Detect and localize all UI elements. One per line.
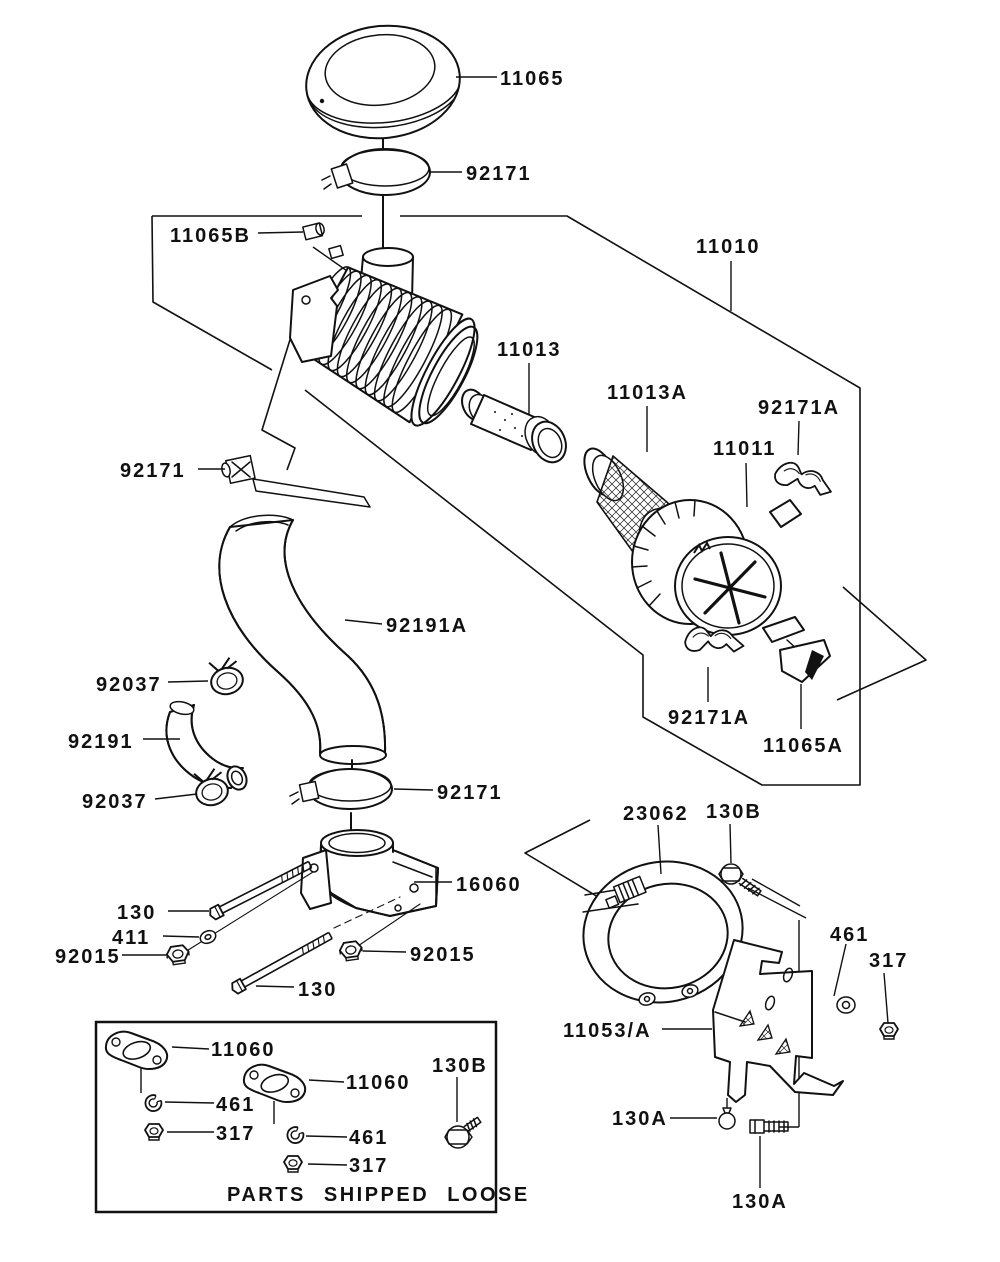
part-hose-clamp-upper [205, 654, 247, 699]
label-washer-box-center: 461 [349, 1127, 388, 1149]
star-mark [693, 551, 767, 625]
part-filter-tube [461, 388, 567, 464]
label-gasket-left: 11060 [211, 1039, 276, 1061]
bracket-tabs [738, 1009, 791, 1055]
assembly-axis-dashed [333, 896, 401, 929]
part-bolt-box [444, 1116, 482, 1149]
part-gasket-left [104, 1030, 169, 1070]
part-bolt-bracket-bottom [749, 1119, 789, 1134]
part-cover-cap [305, 24, 461, 152]
label-nut-92015-left: 92015 [55, 946, 121, 968]
label-bolt-bracket-left: 130A [612, 1108, 668, 1130]
label-hose-clamp-lower: 92037 [82, 791, 148, 813]
assembly-axis-lower [354, 903, 421, 949]
label-cover-cap: 11065 [500, 68, 565, 90]
part-clamp-duct-lower [289, 759, 393, 841]
label-washer-411: 411 [112, 927, 150, 949]
part-nut-box-left [144, 1123, 164, 1141]
part-nut-box-center [283, 1155, 303, 1173]
label-bracket: 11053/A [563, 1020, 652, 1042]
part-nut-92015-left [164, 943, 192, 967]
part-bolt-upper [206, 858, 314, 922]
label-clip-lower: 92171A [668, 707, 750, 729]
part-band [582, 860, 744, 1006]
part-bolt-bracket-left [718, 1098, 736, 1130]
label-filter-tube: 11013 [497, 339, 562, 361]
part-lockwasher-box-center [286, 1126, 305, 1144]
part-filter-case [289, 244, 479, 427]
leader-lines [122, 76, 889, 1188]
label-band: 23062 [623, 803, 689, 825]
parts-shipped-loose-caption: PARTS SHIPPED LOOSE [227, 1184, 530, 1206]
label-washer-box-left: 461 [216, 1094, 255, 1116]
pointer-chevron-left [524, 819, 609, 904]
label-clamp-duct: 92171 [437, 782, 503, 804]
label-nut-92015-right: 92015 [410, 944, 476, 966]
part-clip-upper [772, 459, 836, 498]
label-hose-clamp-upper: 92037 [96, 674, 162, 696]
label-nut-bracket: 317 [869, 950, 908, 972]
part-element-cap [631, 499, 802, 636]
label-gasket-center: 11060 [346, 1072, 411, 1094]
label-element-cap: 11011 [713, 438, 776, 460]
label-washer-bracket: 461 [830, 924, 869, 946]
part-bracket [712, 939, 844, 1103]
label-nut-box-left: 317 [216, 1123, 255, 1145]
label-bolt-bracket-bottom: 130A [732, 1191, 788, 1213]
label-element: 11013A [607, 382, 688, 404]
group-boundary-lines [151, 215, 927, 904]
part-clamp-cap [321, 148, 431, 254]
part-lockwasher-box-left [144, 1094, 163, 1112]
part-labels: 11065 92171 11065B 11010 11013 11013A 92… [55, 68, 908, 1213]
label-clamp-cap: 92171 [466, 163, 532, 185]
part-clamp-strip [221, 454, 371, 508]
label-duct: 92191A [386, 615, 468, 637]
label-clip-upper: 92171A [758, 397, 840, 419]
label-filter-assy: 11010 [696, 236, 761, 258]
label-holder: 16060 [456, 874, 522, 896]
label-bolt-lower: 130 [298, 979, 337, 1001]
label-bolt-box: 130B [432, 1055, 488, 1077]
pointer-chevron-right [836, 586, 927, 701]
part-dust-valve [762, 616, 831, 683]
part-washer-bracket [836, 996, 856, 1014]
label-cover-screw: 11065B [170, 225, 251, 247]
label-bolt-band: 130B [706, 801, 762, 823]
parts-shipped-loose-box [94, 1020, 498, 1214]
part-washer-411 [199, 929, 217, 945]
label-bolt-upper: 130 [117, 902, 156, 924]
part-nut-92015-right [337, 939, 365, 963]
part-bolt-band [718, 863, 807, 1128]
label-hose: 92191 [68, 731, 134, 753]
label-dust-valve: 11065A [763, 735, 844, 757]
label-nut-box-center: 317 [349, 1155, 388, 1177]
label-clamp-left: 92171 [120, 460, 186, 482]
part-holder [300, 829, 439, 917]
part-air-duct [218, 514, 387, 765]
part-nut-bracket [879, 1022, 899, 1040]
